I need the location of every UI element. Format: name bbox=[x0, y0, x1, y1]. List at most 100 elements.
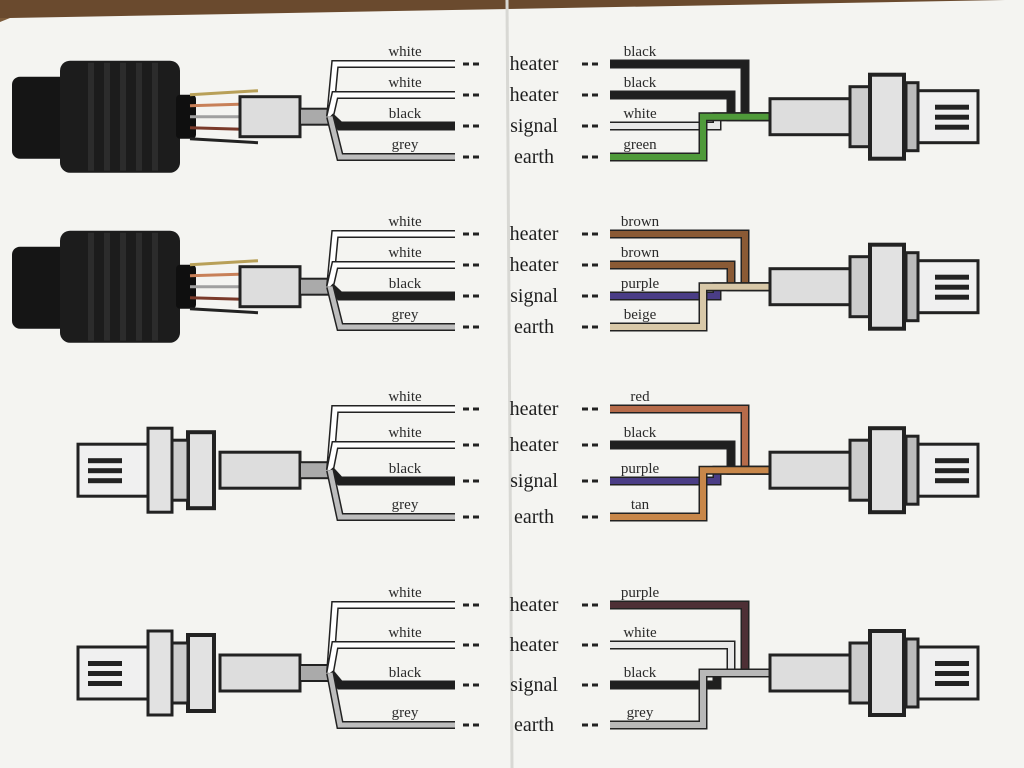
right-wire-label: white bbox=[623, 625, 657, 641]
left-wire-label: white bbox=[388, 245, 422, 261]
cable-boot bbox=[238, 265, 302, 309]
sensor-neck bbox=[218, 653, 302, 693]
left-wire bbox=[327, 469, 455, 520]
sensor-thread bbox=[904, 81, 920, 153]
connector-rib bbox=[120, 62, 126, 171]
wiring-panel: whitewhiteblackgreyheaterheatersignalear… bbox=[76, 389, 980, 528]
function-label: signal bbox=[510, 115, 558, 137]
function-label: heater bbox=[510, 434, 559, 456]
right-wire bbox=[610, 670, 770, 728]
left-wire-label: black bbox=[389, 665, 422, 681]
sensor-nut bbox=[868, 426, 906, 515]
right-wire-label: red bbox=[630, 389, 650, 405]
sensor-hex bbox=[170, 438, 190, 502]
sensor-thread bbox=[904, 637, 920, 709]
sensor-neck bbox=[768, 267, 852, 307]
left-wire-label: grey bbox=[392, 137, 419, 153]
cable-bundle bbox=[299, 277, 331, 296]
function-label: signal bbox=[510, 470, 558, 492]
sensor-slot bbox=[935, 661, 969, 666]
right-wire-label: purple bbox=[621, 461, 660, 477]
right-wire-label: white bbox=[623, 106, 657, 122]
function-label: heater bbox=[510, 223, 559, 245]
sensor-slot bbox=[935, 671, 969, 676]
sensor-hex bbox=[848, 255, 872, 319]
right-wire-label: brown bbox=[621, 245, 660, 261]
right-wire-label: purple bbox=[621, 276, 660, 292]
sensor-nut bbox=[186, 633, 216, 713]
right-wire-label: black bbox=[624, 665, 657, 681]
left-wire-label: black bbox=[389, 461, 422, 477]
function-label: signal bbox=[510, 285, 558, 307]
sensor-nut bbox=[868, 629, 906, 717]
left-wire-label: white bbox=[388, 389, 422, 405]
right-wire bbox=[610, 283, 770, 330]
right-wire-label: black bbox=[624, 44, 657, 60]
sensor-hex bbox=[848, 641, 872, 705]
left-wire bbox=[327, 672, 455, 728]
left-wire-label: grey bbox=[392, 497, 419, 513]
right-wire bbox=[610, 113, 770, 160]
cable-bundle bbox=[299, 107, 331, 126]
sensor-slot bbox=[88, 468, 122, 474]
function-label: earth bbox=[514, 506, 554, 528]
function-label: earth bbox=[514, 714, 554, 736]
wiring-panel: whitewhiteblackgreyheaterheatersignalear… bbox=[12, 214, 980, 343]
sensor-nut bbox=[868, 242, 906, 331]
connector-rib bbox=[136, 62, 142, 171]
paper-fold bbox=[505, 0, 514, 768]
left-wire-label: white bbox=[388, 44, 422, 60]
sensor-slot bbox=[935, 458, 969, 464]
left-wire bbox=[327, 92, 455, 118]
connector-lead bbox=[189, 89, 259, 97]
right-wire-label: tan bbox=[631, 497, 650, 513]
connector-body bbox=[12, 246, 72, 329]
connector-rib bbox=[136, 232, 142, 341]
cable-bundle bbox=[299, 664, 331, 682]
sensor-thread bbox=[904, 251, 920, 323]
sensor-thread bbox=[904, 434, 920, 506]
sensor-slot bbox=[935, 681, 969, 686]
function-label: heater bbox=[510, 53, 559, 75]
left-wire-label: black bbox=[389, 106, 422, 122]
left-wire-label: white bbox=[388, 214, 422, 230]
connector-body bbox=[12, 76, 72, 159]
sensor-slot bbox=[88, 681, 122, 686]
sensor-slot bbox=[88, 458, 122, 464]
left-wire bbox=[327, 286, 455, 330]
sensor-neck bbox=[218, 450, 302, 490]
sensor-flange bbox=[146, 426, 174, 514]
connector-rib bbox=[88, 62, 94, 171]
sensor-hex bbox=[848, 438, 872, 502]
left-wire-label: white bbox=[388, 425, 422, 441]
sensor-nut bbox=[868, 72, 906, 161]
left-wire bbox=[327, 116, 455, 160]
connector-rib bbox=[152, 62, 158, 171]
left-wire bbox=[327, 642, 455, 674]
sensor-slot bbox=[935, 294, 969, 300]
left-wire bbox=[327, 442, 455, 471]
left-wire bbox=[327, 262, 455, 288]
function-label: heater bbox=[510, 594, 559, 616]
connector-rib bbox=[104, 62, 110, 171]
right-wire-label: grey bbox=[627, 705, 654, 721]
sensor-nut bbox=[186, 430, 216, 511]
sensor-neck bbox=[768, 653, 852, 693]
sensor-slot bbox=[935, 124, 969, 130]
right-wire-label: beige bbox=[624, 307, 657, 323]
left-wire-label: white bbox=[388, 625, 422, 641]
connector-lead bbox=[189, 307, 259, 315]
sensor-slot bbox=[935, 104, 969, 110]
connector-rib bbox=[152, 232, 158, 341]
left-wire-label: black bbox=[389, 276, 422, 292]
sensor-slot bbox=[935, 478, 969, 484]
sensor-slot bbox=[935, 468, 969, 474]
cable-boot bbox=[238, 95, 302, 139]
left-wire-label: grey bbox=[392, 307, 419, 323]
wiring-panel: whitewhiteblackgreyheaterheatersignalear… bbox=[76, 585, 980, 736]
connector-rib bbox=[120, 232, 126, 341]
left-wire-label: white bbox=[388, 75, 422, 91]
connector-rib bbox=[88, 232, 94, 341]
